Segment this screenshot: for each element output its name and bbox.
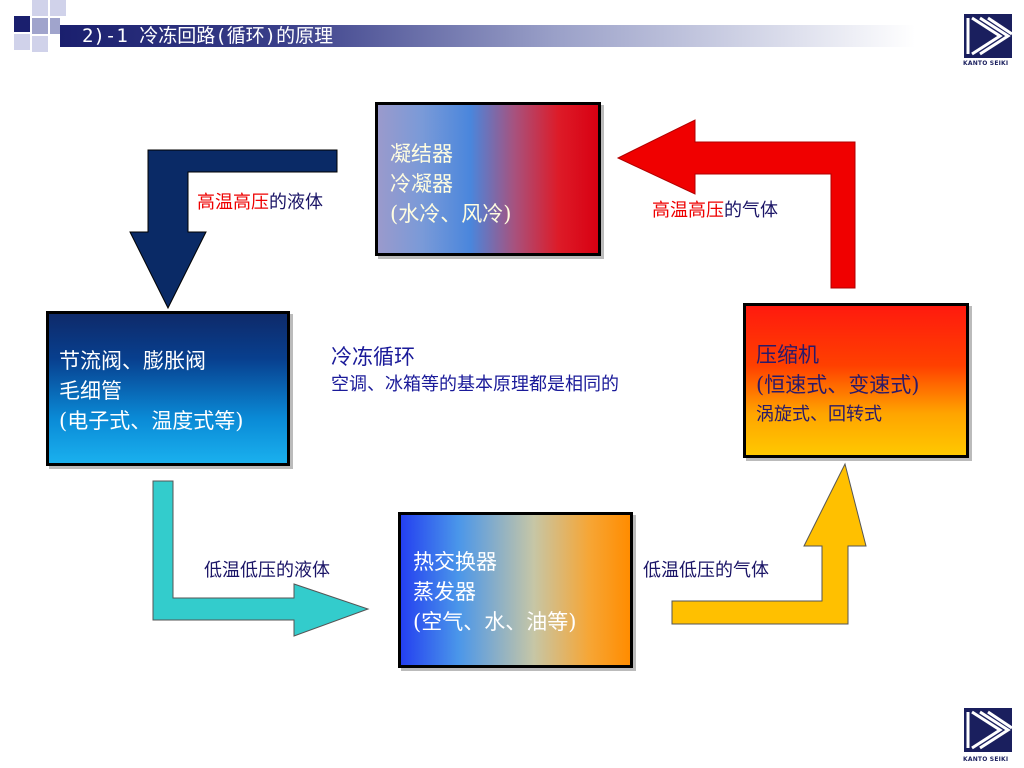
header-square-7	[50, 18, 60, 34]
header-square-4	[32, 18, 48, 34]
condenser-line-3: (水冷、风冷)	[390, 202, 512, 226]
slide-title: 2)-1 冷冻回路(循环)的原理	[82, 25, 334, 47]
compressor-line-3: 涡旋式、回转式	[756, 404, 882, 425]
arrow-yellow-lp-gas	[671, 462, 867, 625]
kanto-seiki-logo-bottom-icon	[960, 704, 1016, 760]
header-bar	[60, 25, 960, 47]
label-lp-gas: 低温低压的气体	[643, 560, 769, 581]
compressor-box: 压缩机 (恒速式、变速式) 涡旋式、回转式	[743, 303, 969, 458]
arrow-navy-hp-liquid	[129, 149, 338, 310]
arrow-red-hp-gas	[616, 119, 856, 289]
label-hp-gas-rest: 的气体	[724, 200, 778, 221]
evaporator-line-3: (空气、水、油等)	[413, 610, 577, 634]
valve-line-3: (电子式、温度式等)	[59, 409, 244, 433]
arrow-cyan-lp-liquid	[152, 480, 370, 637]
valve-line-2: 毛细管	[59, 379, 122, 403]
label-hp-gas-highlight: 高温高压	[652, 200, 724, 221]
evaporator-box: 热交换器 蒸发器 (空气、水、油等)	[398, 512, 633, 668]
header-square-1	[14, 16, 30, 32]
condenser-line-1: 凝结器	[390, 142, 453, 166]
condenser-box: 凝结器 冷凝器 (水冷、风冷)	[375, 102, 601, 256]
center-title: 冷冻循环	[331, 345, 415, 369]
label-hp-liquid-highlight: 高温高压	[197, 192, 269, 213]
logo-text-bottom: KANTO SEIKI	[963, 756, 1009, 763]
label-hp-liquid: 高温高压的液体	[197, 191, 323, 215]
center-subtitle: 空调、冰箱等的基本原理都是相同的	[331, 374, 619, 395]
label-hp-gas: 高温高压的气体	[652, 199, 778, 223]
header-square-6	[32, 36, 48, 52]
logo-text-top: KANTO SEIKI	[963, 60, 1009, 67]
valve-box: 节流阀、膨胀阀 毛细管 (电子式、温度式等)	[46, 311, 290, 466]
valve-line-1: 节流阀、膨胀阀	[59, 349, 206, 373]
header-square-2	[32, 0, 48, 16]
label-hp-liquid-rest: 的液体	[269, 192, 323, 213]
evaporator-line-1: 热交换器	[413, 550, 497, 574]
kanto-seiki-logo-icon	[960, 10, 1016, 66]
evaporator-line-2: 蒸发器	[413, 580, 476, 604]
compressor-line-2: (恒速式、变速式)	[756, 373, 920, 397]
label-lp-liquid: 低温低压的液体	[204, 560, 330, 581]
compressor-line-1: 压缩机	[756, 343, 819, 367]
header-square-5	[14, 34, 30, 50]
header-square-3	[50, 0, 66, 16]
condenser-line-2: 冷凝器	[390, 172, 453, 196]
